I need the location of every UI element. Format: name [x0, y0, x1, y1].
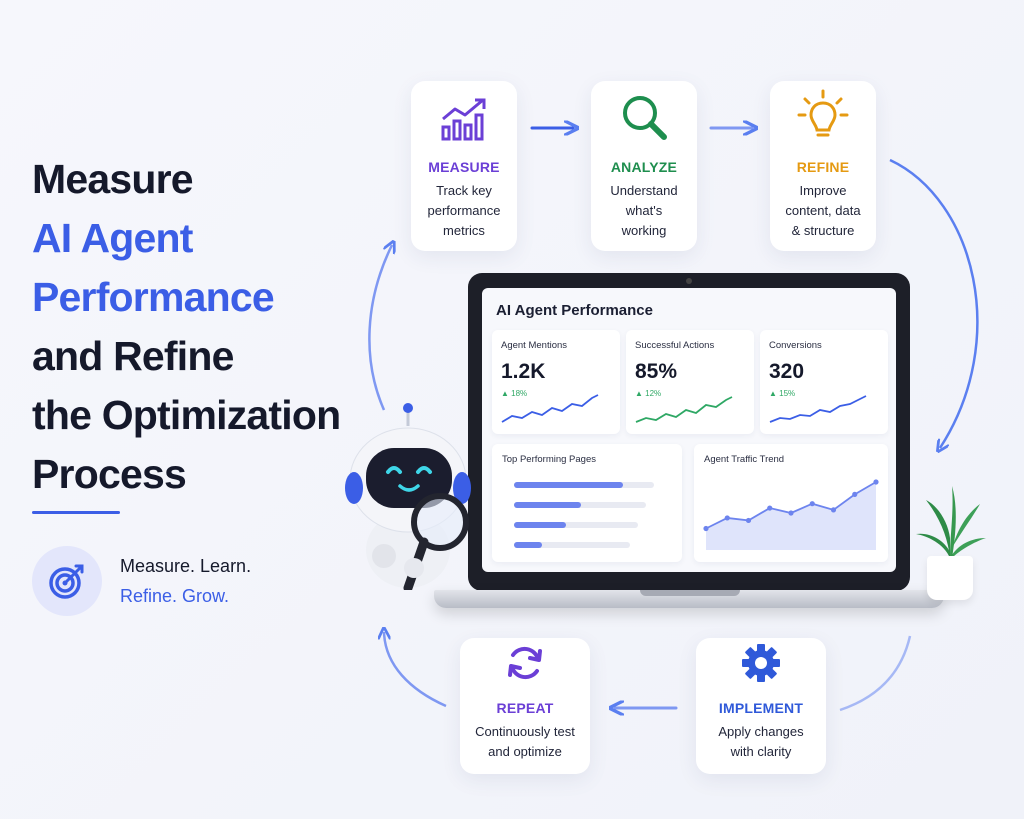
- panel-label: Agent Traffic Trend: [704, 454, 785, 465]
- headline-line-6: Process: [32, 451, 187, 497]
- page-bar: [514, 522, 566, 528]
- traffic-point: [830, 507, 837, 513]
- step-desc-line: with clarity: [730, 744, 792, 759]
- step-desc-line: Continuously test: [475, 724, 575, 739]
- metric-label: Conversions: [769, 340, 822, 351]
- step-desc-line: performance: [427, 203, 501, 218]
- tagline: Measure. Learn. Refine. Grow.: [32, 546, 251, 616]
- traffic-point: [745, 517, 752, 524]
- metric-change: ▲ 15%: [769, 389, 796, 398]
- step-desc-line: Apply changes: [718, 724, 804, 739]
- sparkline: [769, 395, 867, 423]
- headline-line-5: the Optimization: [32, 392, 341, 438]
- sparkline: [501, 394, 599, 423]
- page-bar-track: [514, 522, 638, 528]
- traffic-panel: Agent Traffic Trend: [694, 444, 888, 562]
- bar-chart-growth-icon: [411, 81, 517, 143]
- step-desc-line: and optimize: [488, 744, 562, 759]
- step-title: REPEAT: [496, 700, 554, 716]
- step-card-measure: MEASURE Track key performance metrics: [411, 81, 517, 251]
- metric-change: ▲ 12%: [635, 389, 662, 398]
- laptop-notch: [640, 590, 740, 596]
- step-desc-line: & structure: [791, 223, 855, 238]
- headline: Measure AI Agent Performance and Refine …: [32, 150, 372, 504]
- headline-line-4: and Refine: [32, 333, 234, 379]
- arrow-repeat-to-measure-top: [368, 245, 392, 411]
- sparkline: [635, 396, 733, 423]
- step-desc-line: metrics: [443, 223, 485, 238]
- page-bar-track: [514, 542, 630, 548]
- traffic-point: [852, 491, 858, 497]
- panel-label: Top Performing Pages: [502, 454, 596, 465]
- tagline-line-2: Refine. Grow.: [120, 586, 230, 606]
- metric-value: 85%: [635, 360, 678, 383]
- traffic-chart: [703, 479, 879, 550]
- arrow-implement-to-repeat-curve: [839, 635, 912, 712]
- step-desc-line: what's: [625, 203, 663, 218]
- metric-change: ▲ 18%: [501, 389, 528, 398]
- tagline-line-1: Measure. Learn.: [120, 556, 252, 576]
- step-desc-line: working: [621, 223, 667, 238]
- dashboard-screen: AI Agent Performance Agent Mentions 1.2K…: [482, 288, 896, 572]
- metric-card-mentions: Agent Mentions 1.2K ▲ 18%: [492, 330, 620, 434]
- page-bar: [514, 502, 582, 508]
- laptop-camera: [686, 278, 692, 284]
- lightbulb-icon: [770, 81, 876, 143]
- target-icon: [32, 546, 102, 616]
- step-card-repeat: REPEAT Continuously test and optimize: [460, 638, 590, 774]
- laptop-base: [434, 590, 944, 608]
- traffic-area: [706, 482, 876, 550]
- gear-icon: [696, 638, 826, 684]
- step-desc-line: Understand: [610, 183, 678, 198]
- metric-label: Successful Actions: [635, 340, 715, 351]
- traffic-point: [767, 505, 773, 511]
- metric-value: 1.2K: [501, 360, 546, 383]
- step-desc-line: Track key: [436, 183, 492, 198]
- page-bar: [514, 482, 624, 488]
- headline-line-1: Measure: [32, 156, 194, 202]
- page-bar-track: [514, 482, 654, 488]
- step-title: MEASURE: [428, 159, 500, 175]
- step-desc-line: Improve: [799, 183, 847, 198]
- traffic-point: [809, 501, 815, 507]
- top-pages-panel: Top Performing Pages: [492, 444, 682, 562]
- step-card-implement: IMPLEMENT Apply changes with clarity: [696, 638, 826, 774]
- headline-line-2: AI Agent: [32, 215, 193, 261]
- headline-line-3: Performance: [32, 274, 275, 320]
- refresh-icon: [460, 638, 590, 684]
- traffic-point: [788, 510, 794, 516]
- step-card-refine: REFINE Improve content, data & structure: [770, 81, 876, 251]
- metric-card-actions: Successful Actions 85% ▲ 12%: [626, 330, 754, 434]
- step-title: ANALYZE: [610, 159, 678, 175]
- robot-illustration: [345, 403, 471, 590]
- traffic-point: [703, 525, 709, 532]
- metric-label: Agent Mentions: [501, 340, 568, 351]
- step-title: IMPLEMENT: [718, 700, 804, 716]
- page-bar: [514, 542, 542, 548]
- traffic-point: [873, 479, 879, 485]
- metric-card-conversions: Conversions 320 ▲ 15%: [760, 330, 888, 434]
- magnifier-icon: [591, 81, 697, 143]
- step-title: REFINE: [796, 159, 850, 175]
- arrow-repeat-to-measure-bottom: [384, 632, 447, 708]
- page-bar-track: [514, 502, 646, 508]
- plant-pot: [927, 556, 973, 600]
- traffic-point: [724, 515, 730, 521]
- metric-value: 320: [769, 360, 805, 383]
- headline-underline: [32, 511, 120, 514]
- step-card-analyze: ANALYZE Understand what's working: [591, 81, 697, 251]
- dashboard-title: AI Agent Performance: [496, 302, 653, 319]
- plant-illustration: [916, 486, 986, 558]
- step-desc-line: content, data: [785, 203, 861, 218]
